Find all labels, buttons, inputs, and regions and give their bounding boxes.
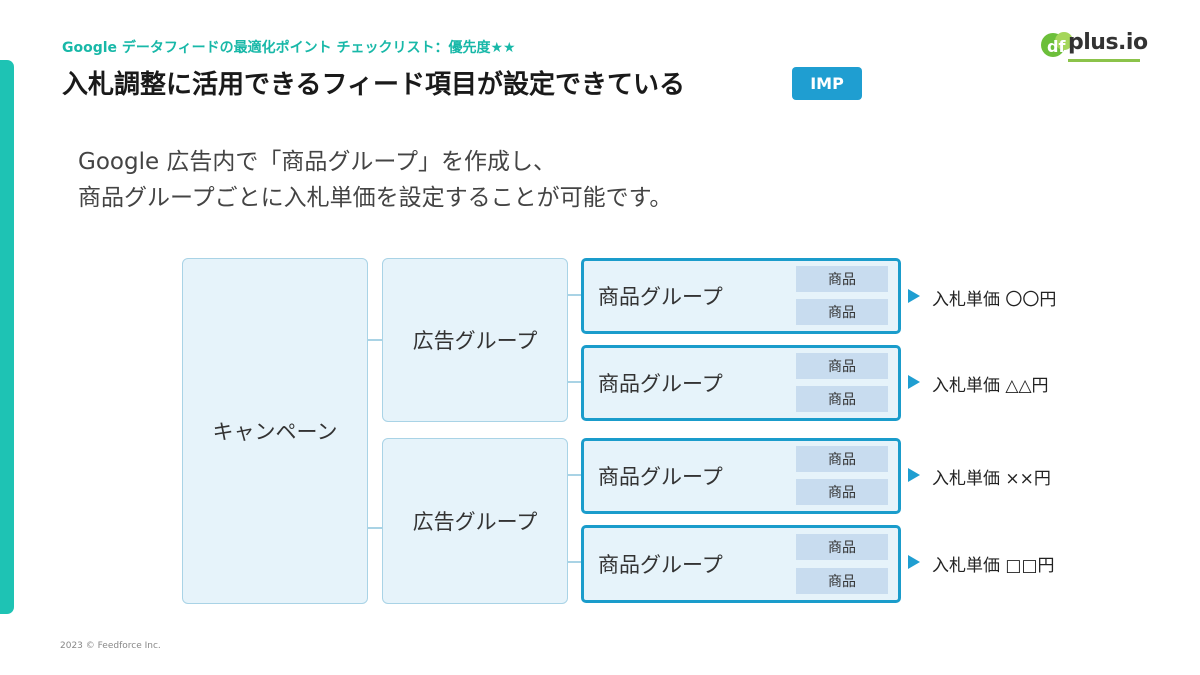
product-group-label: 商品グループ — [598, 553, 723, 577]
svg-text:df: df — [1047, 37, 1066, 56]
lead-text: Google 広告内で「商品グループ」を作成し、 商品グループごとに入札単価を設… — [78, 144, 672, 216]
product-group-label: 商品グループ — [598, 285, 723, 309]
df-logo-icon: df — [1041, 32, 1140, 62]
page-title: 入札調整に活用できるフィード項目が設定できている — [62, 70, 685, 100]
product-group-label: 商品グループ — [598, 465, 723, 489]
bid-label-2: 入札単価 △△円 — [932, 376, 1049, 396]
campaign-box: キャンペーン — [182, 258, 368, 604]
arrow-right-icon — [908, 555, 920, 569]
ad-group-label: 広告グループ — [412, 510, 538, 534]
product-item: 商品 — [796, 568, 888, 594]
product-item: 商品 — [796, 534, 888, 560]
bid-label-1: 入札単価 〇〇円 — [932, 290, 1057, 310]
copyright: 2023 © Feedforce Inc. — [60, 641, 161, 651]
lead-line-2: 商品グループごとに入札単価を設定することが可能です。 — [78, 185, 673, 211]
left-accent-bar — [0, 60, 14, 614]
product-item: 商品 — [796, 446, 888, 472]
arrow-right-icon — [908, 375, 920, 389]
product-group-label: 商品グループ — [598, 372, 723, 396]
bid-label-4: 入札単価 □□円 — [932, 556, 1055, 576]
arrow-right-icon — [908, 468, 920, 482]
product-group-box-4: 商品グループ 商品 商品 — [581, 525, 901, 603]
bid-label-3: 入札単価 ××円 — [932, 469, 1051, 489]
logo-text: plus.io — [1068, 30, 1148, 55]
product-item: 商品 — [796, 299, 888, 325]
ad-group-label: 広告グループ — [412, 329, 538, 353]
product-item: 商品 — [796, 266, 888, 292]
product-item: 商品 — [796, 353, 888, 379]
product-item: 商品 — [796, 386, 888, 412]
product-group-box-2: 商品グループ 商品 商品 — [581, 345, 901, 421]
product-item: 商品 — [796, 479, 888, 505]
product-group-box-1: 商品グループ 商品 商品 — [581, 258, 901, 334]
lead-line-1: Google 広告内で「商品グループ」を作成し、 — [78, 149, 557, 175]
ad-group-box-2: 広告グループ — [382, 438, 568, 604]
product-group-box-3: 商品グループ 商品 商品 — [581, 438, 901, 514]
arrow-right-icon — [908, 289, 920, 303]
breadcrumb: Google データフィードの最適化ポイント チェックリスト：優先度★★ — [62, 40, 516, 56]
imp-badge: IMP — [792, 67, 862, 100]
ad-group-box-1: 広告グループ — [382, 258, 568, 422]
campaign-label: キャンペーン — [212, 420, 338, 444]
